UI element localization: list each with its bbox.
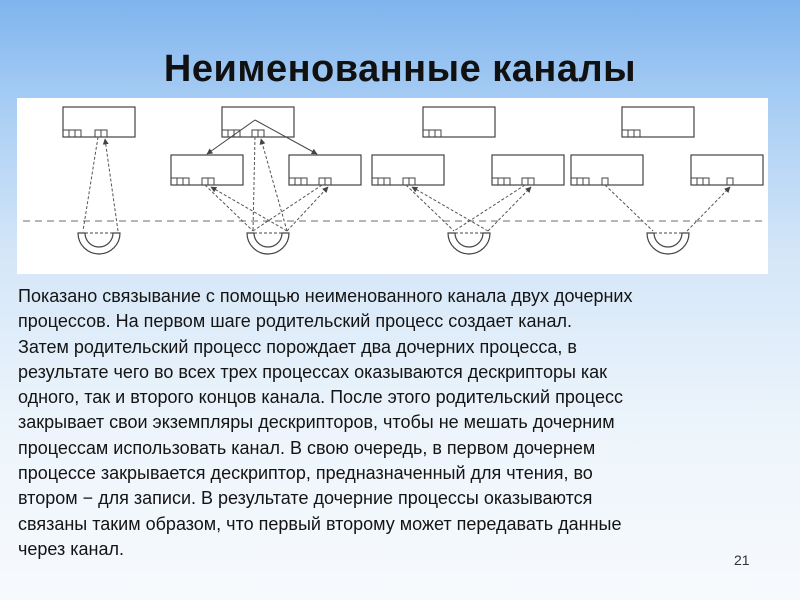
pipe-diagram	[17, 98, 768, 274]
parent-process-box	[62, 106, 136, 138]
arrow	[252, 184, 323, 232]
parent-process-box	[422, 106, 496, 138]
child-process-box-1	[570, 154, 644, 186]
stage-2	[170, 106, 362, 255]
pipe-icon	[646, 232, 690, 255]
arrow	[411, 186, 489, 232]
stage-4	[570, 106, 764, 255]
arrow	[405, 184, 455, 232]
child-process-box-1	[170, 154, 244, 186]
arrow	[286, 186, 329, 232]
body-line: втором − для записи. В результате дочерн…	[18, 488, 593, 509]
body-line: закрывает свои экземпляры дескрипторов, …	[18, 412, 615, 433]
page-number: 21	[734, 552, 750, 568]
body-line: через канал.	[18, 538, 125, 559]
body-line: процессе закрывается дескриптор, предназ…	[18, 463, 593, 484]
child-process-box-2	[491, 154, 565, 186]
arrow	[204, 184, 254, 232]
slide-title: Неименованные каналы	[163, 48, 637, 90]
body-line: результате чего во всех трех процессах о…	[18, 361, 608, 382]
child-process-box-1	[371, 154, 445, 186]
fork-arrow	[206, 119, 256, 155]
stage-3	[371, 106, 565, 255]
child-process-box-2	[690, 154, 764, 186]
body-line: одного, так и второго концов канала. Пос…	[18, 387, 623, 408]
body-line: Показано связывание с помощью неименован…	[18, 286, 633, 306]
body-line: процессов. На первом шаге родительский п…	[18, 311, 572, 332]
child-process-box-2	[288, 154, 362, 186]
pipe-icon	[246, 232, 290, 255]
arrow	[259, 138, 288, 232]
pipe-icon	[447, 232, 491, 255]
fork-arrow	[254, 119, 318, 155]
arrow	[453, 184, 526, 232]
arrow	[686, 186, 731, 232]
slide-body-text: Показано связывание с помощью неименован…	[18, 284, 778, 562]
body-line: Затем родительский процесс порождает два…	[18, 336, 577, 357]
arrow	[102, 138, 119, 232]
arrow	[604, 184, 654, 232]
pipe-diagram-svg	[23, 106, 764, 255]
body-line: связаны таким образом, что первый втором…	[18, 513, 622, 534]
arrow	[82, 136, 99, 232]
arrow	[252, 136, 256, 232]
arrow	[487, 186, 532, 232]
arrow	[210, 186, 288, 232]
stage-1	[62, 106, 136, 255]
parent-process-box	[621, 106, 695, 138]
pipe-icon	[77, 232, 121, 255]
body-line: процессам использовать канал. В свою оче…	[18, 437, 596, 458]
